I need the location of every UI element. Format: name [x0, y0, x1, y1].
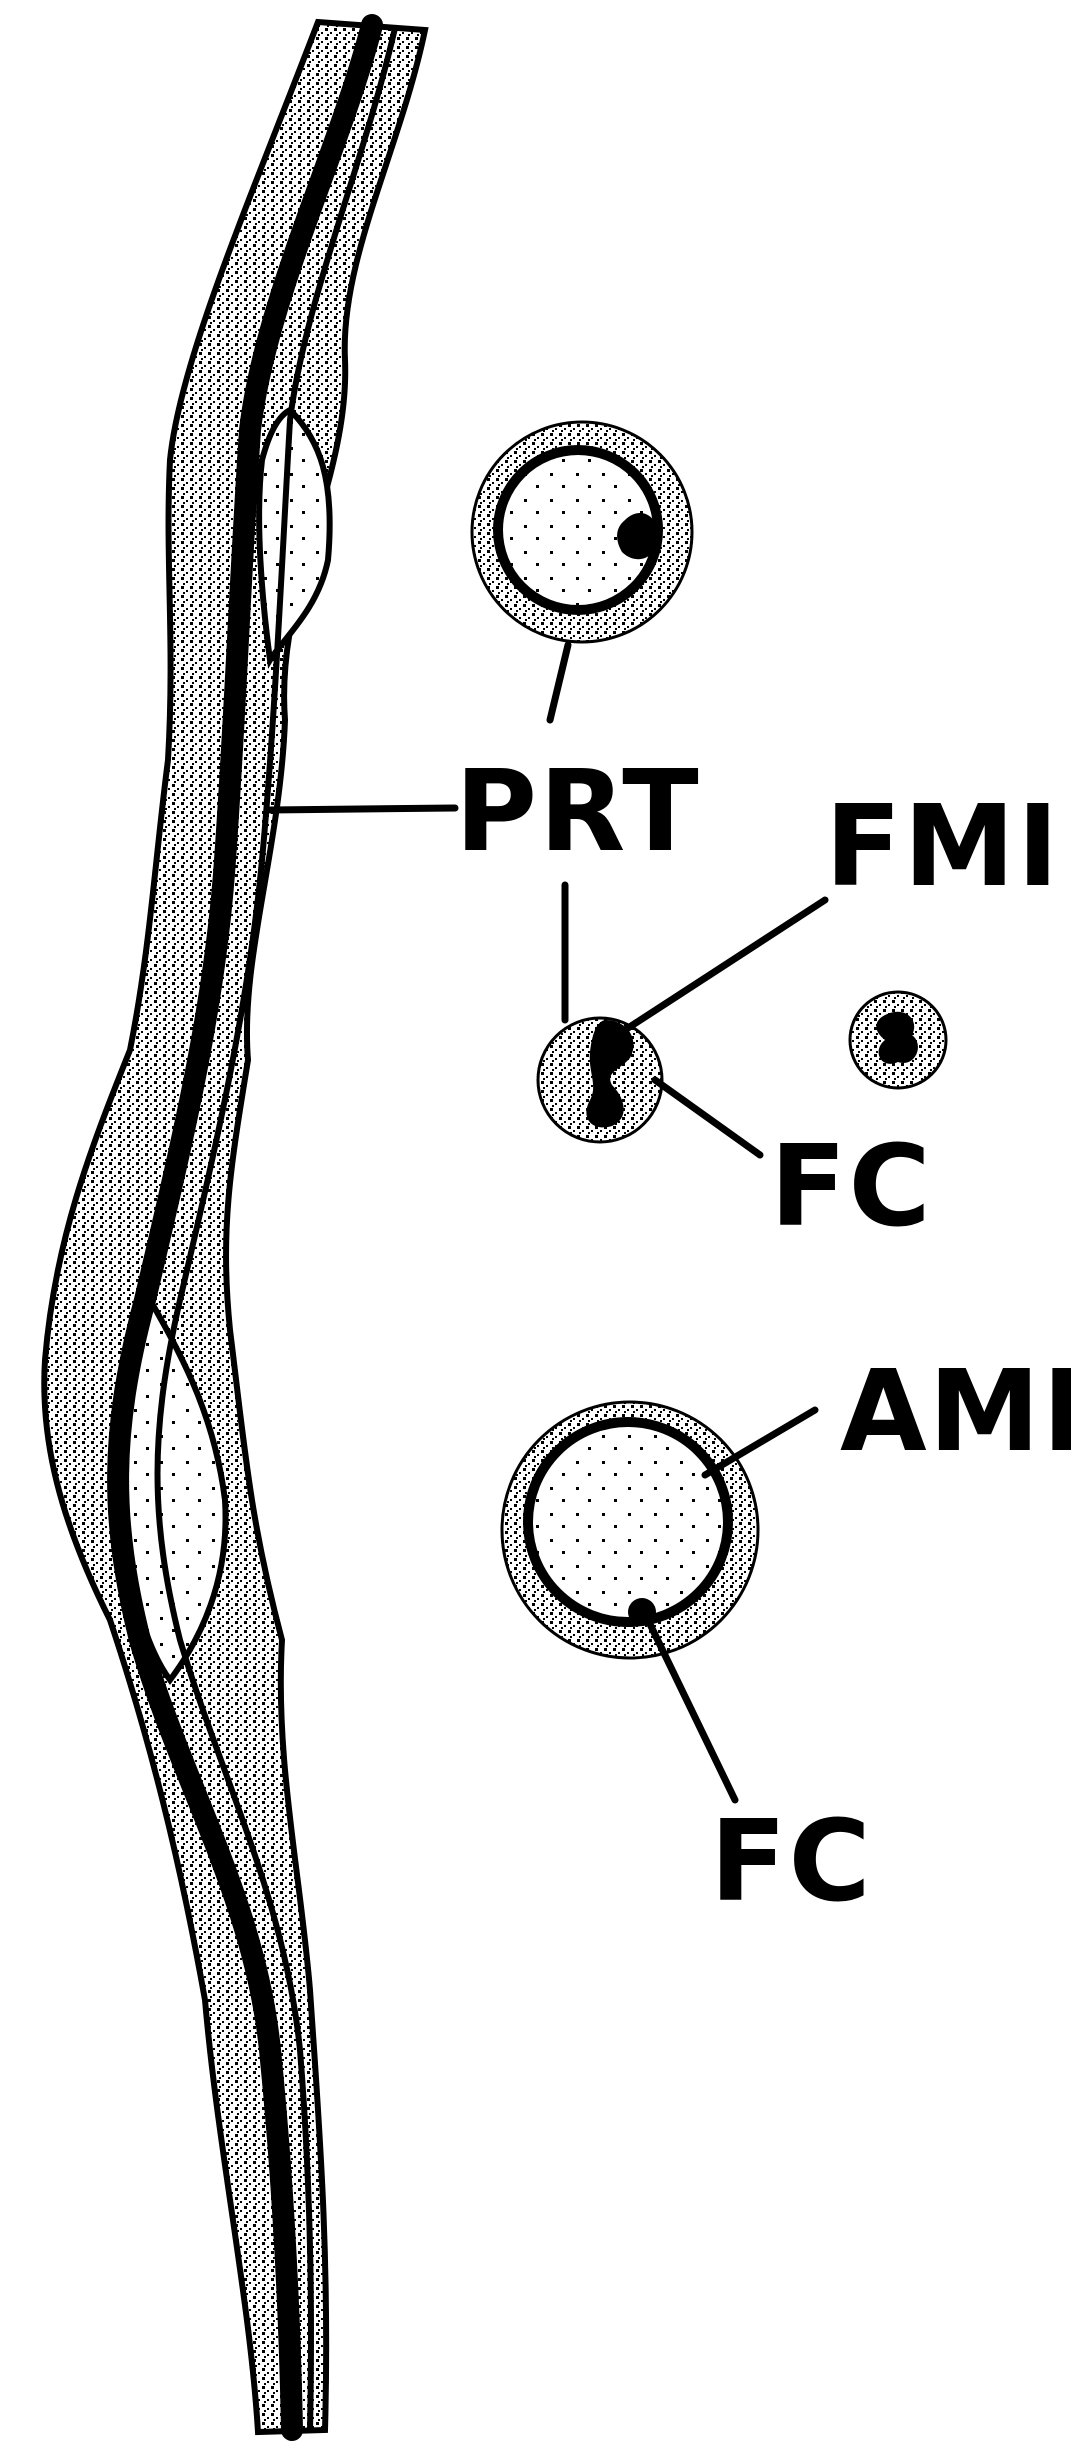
elongated-fiber — [44, 22, 425, 2432]
label-prt: PRT — [455, 747, 701, 877]
small-cell-right-nucleus — [876, 1012, 918, 1064]
leader-fmi — [625, 900, 825, 1030]
fiber-swelling-upper — [259, 410, 330, 660]
label-fc-upper: FC — [770, 1122, 933, 1252]
label-fc-lower: FC — [710, 1797, 873, 1927]
ami-cell-body — [528, 1422, 728, 1622]
fmi-cell — [538, 1018, 662, 1142]
ami-cell — [502, 1402, 758, 1658]
label-fmi: FMI — [825, 782, 1061, 912]
leader-prt-to-upper-cell — [550, 645, 568, 720]
fiber-sheath — [44, 22, 425, 2432]
round-cell-upper — [472, 422, 692, 642]
leader-prt-to-fiber — [270, 808, 455, 810]
label-ami: AMI — [840, 1347, 1071, 1477]
small-cell-right — [850, 992, 946, 1088]
leader-fc-upper — [655, 1080, 760, 1155]
leader-fc-lower — [648, 1620, 735, 1800]
